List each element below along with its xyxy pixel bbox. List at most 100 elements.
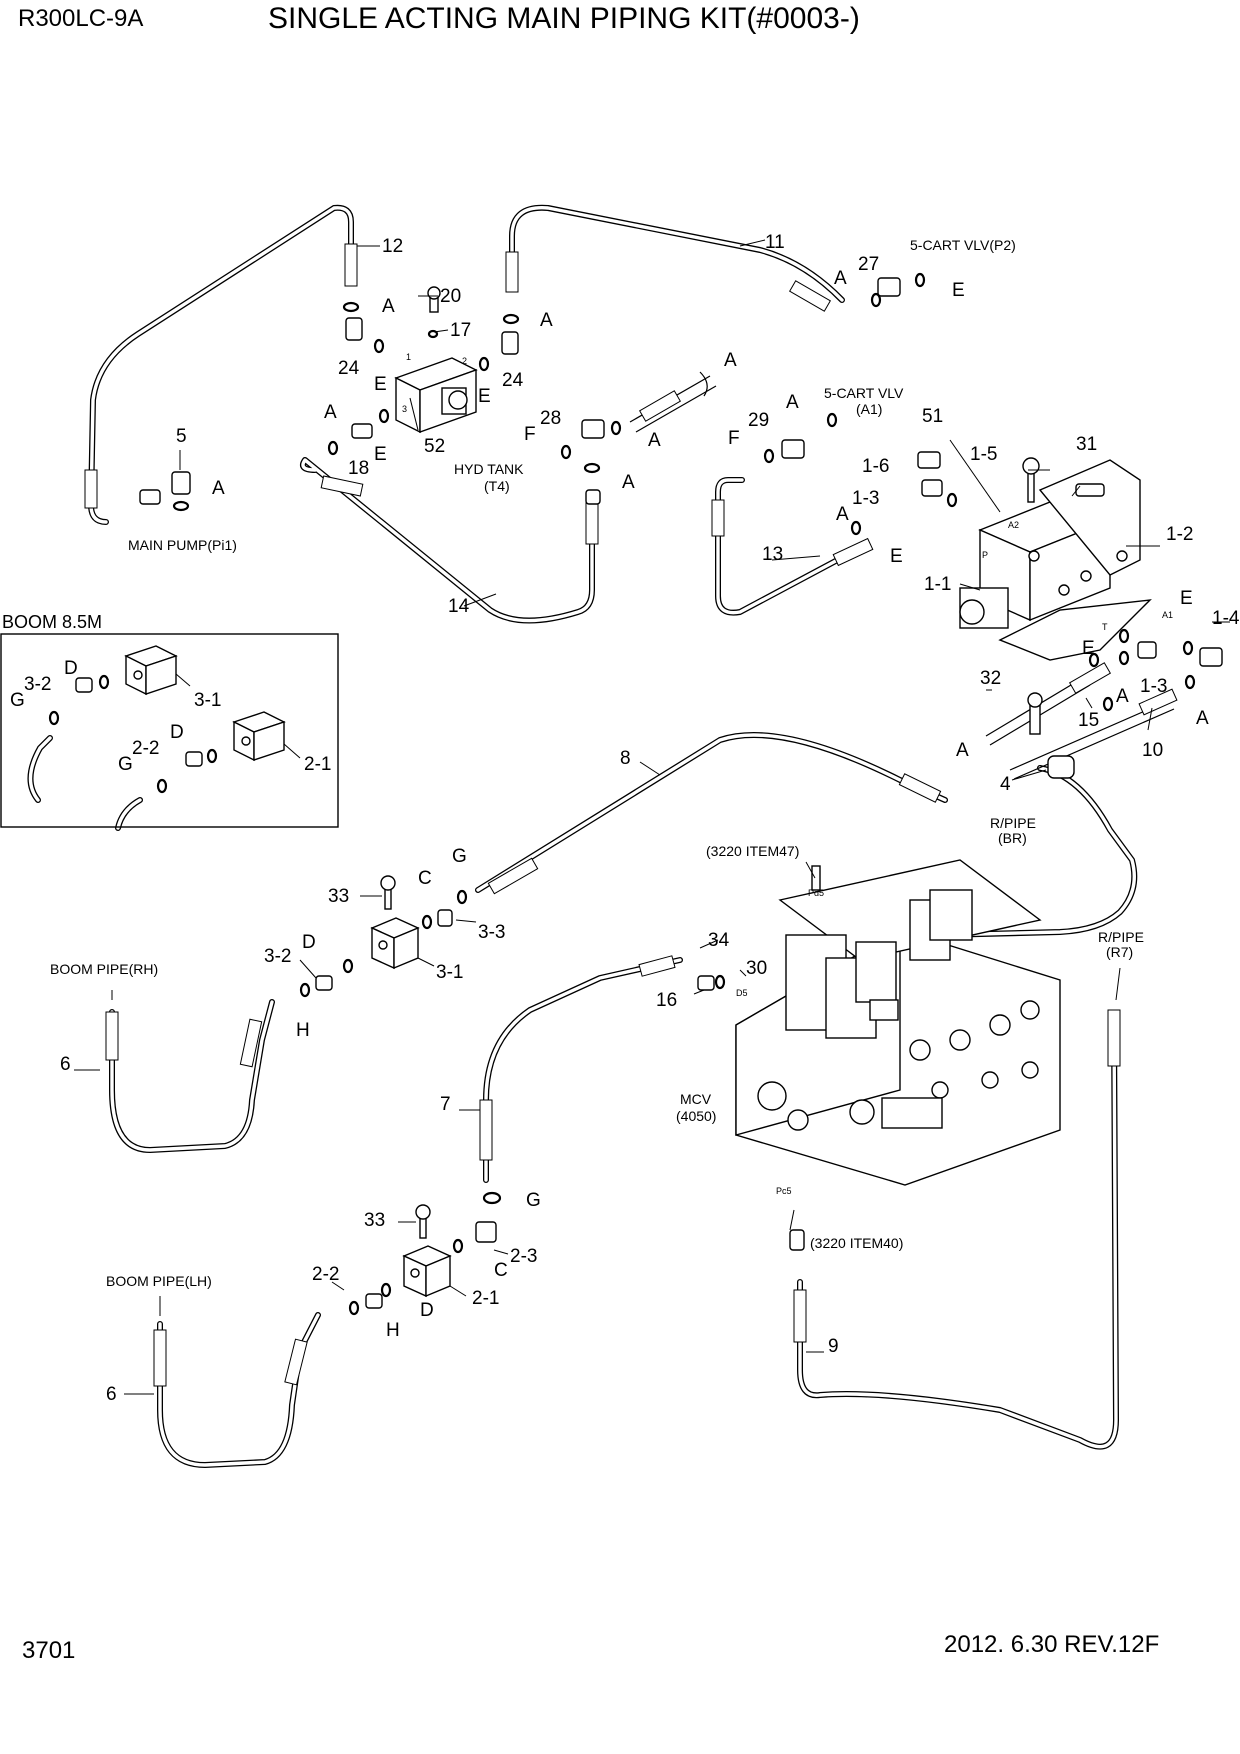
- port-t: T: [1102, 622, 1108, 632]
- letter-a: A: [836, 504, 849, 525]
- inset-title: BOOM 8.5M: [2, 612, 102, 632]
- hose-13: [711, 477, 874, 616]
- letter-a: A: [622, 472, 635, 493]
- cart-valve-a1-note: 5-CART VLV: [824, 385, 904, 401]
- part-2-3: 2-3: [510, 1246, 537, 1267]
- hyd-tank-port: (T4): [484, 478, 510, 494]
- mcv-code: (4050): [676, 1108, 716, 1124]
- letter-a: A: [724, 350, 737, 371]
- letter-f: F: [524, 424, 536, 445]
- part-3-2-inset: 3-2: [24, 674, 51, 695]
- port-a1: A1: [1162, 610, 1173, 620]
- part-33-lower: 33: [364, 1210, 385, 1231]
- part-3-2: 3-2: [264, 946, 291, 967]
- letter-c: C: [494, 1260, 508, 1281]
- part-1-4: 1-4: [1212, 608, 1240, 629]
- part-34: 34: [708, 930, 730, 951]
- port-1: 1: [406, 352, 411, 362]
- letter-e: E: [1082, 638, 1095, 659]
- part-11: 11: [765, 232, 785, 253]
- cart-valve-p2-note: 5-CART VLV(P2): [910, 237, 1016, 253]
- inset-hoses: [27, 735, 143, 831]
- page-number: 3701: [22, 1637, 75, 1664]
- part-29: 29: [748, 410, 769, 431]
- pipe-15: [985, 662, 1112, 746]
- date-revision: 2012. 6.30 REV.12F: [944, 1631, 1159, 1658]
- part-3-1: 3-1: [436, 962, 463, 983]
- part-2-2-inset: 2-2: [132, 738, 159, 759]
- hose-9: [793, 1009, 1121, 1450]
- part-17: 17: [450, 320, 471, 341]
- boom-pipe-lh-note: BOOM PIPE(LH): [106, 1273, 212, 1289]
- item47-note: (3220 ITEM47): [706, 843, 799, 859]
- port-pc5: Pc5: [776, 1186, 792, 1196]
- block-52: [394, 357, 478, 434]
- boom-pipe-rh-note: BOOM PIPE(RH): [50, 961, 158, 977]
- pipe-8: [475, 732, 948, 895]
- letter-a: A: [212, 478, 225, 499]
- letter-a: A: [324, 402, 337, 423]
- letter-g-inset: G: [10, 690, 25, 711]
- cart-valve-a1-port: (A1): [856, 401, 882, 417]
- hose-7: [479, 955, 683, 1183]
- part-6-lh: 6: [106, 1384, 117, 1405]
- part-2-1: 2-1: [472, 1288, 499, 1309]
- part-8: 8: [620, 748, 631, 769]
- block-2-1: [402, 1245, 452, 1298]
- part-1-3-lower: 1-3: [1140, 676, 1167, 697]
- port-pd5: Pd5: [808, 888, 824, 898]
- part-31: 31: [1076, 434, 1097, 455]
- letter-a: A: [1196, 708, 1209, 729]
- letter-a: A: [1116, 686, 1129, 707]
- part-18: 18: [348, 458, 369, 479]
- port-d5: D5: [736, 988, 748, 998]
- part-16: 16: [656, 990, 677, 1011]
- part-24-right: 24: [502, 370, 524, 391]
- part-4: 4: [1000, 774, 1011, 795]
- inset-boom-8-5m: BOOM 8.5M: [0, 612, 339, 828]
- letter-g: G: [526, 1190, 541, 1211]
- part-28: 28: [540, 408, 561, 429]
- part-3-1-inset: 3-1: [194, 690, 221, 711]
- part-1-6: 1-6: [862, 456, 889, 477]
- part-numbers: 12 11 27 20 17 24 24 52 18 5 28 29 51 1-…: [24, 232, 1240, 1405]
- letter-h: H: [296, 1020, 310, 1041]
- letter-d-inset: D: [64, 658, 78, 679]
- hose-14: [300, 457, 599, 624]
- part-32: 32: [980, 668, 1001, 689]
- letter-g-inset: G: [118, 754, 133, 775]
- letter-a: A: [540, 310, 553, 331]
- part-51: 51: [922, 406, 943, 427]
- part-9: 9: [828, 1336, 839, 1357]
- letter-a: A: [834, 268, 847, 289]
- bracket-1-2: [998, 459, 1152, 661]
- part-52: 52: [424, 436, 445, 457]
- letter-d: D: [302, 932, 316, 953]
- part-30: 30: [746, 958, 767, 979]
- model-label: R300LC-9A: [18, 5, 143, 32]
- part-3-3: 3-3: [478, 922, 505, 943]
- return-pipe-r7-note: R/PIPE: [1098, 929, 1144, 945]
- letter-e: E: [374, 444, 387, 465]
- letter-e: E: [374, 374, 387, 395]
- hyd-tank-note: HYD TANK: [454, 461, 524, 477]
- return-pipe-br-note: R/PIPE: [990, 815, 1036, 831]
- port-p: P: [982, 550, 988, 560]
- connection-letters: A E A A E E A E A A F A A A F A E E E A …: [10, 268, 1209, 1341]
- hose-6-rh: [105, 999, 275, 1153]
- hose-6-lh: [153, 1312, 321, 1468]
- hose-12: [84, 204, 358, 525]
- part-7: 7: [440, 1094, 451, 1115]
- letter-e: E: [952, 280, 965, 301]
- pipe-4: [937, 765, 1138, 938]
- letter-a: A: [786, 392, 799, 413]
- part-10: 10: [1142, 740, 1163, 761]
- fittings: [75, 277, 1223, 1309]
- mcv-4050: [735, 859, 1061, 1186]
- letter-a: A: [648, 430, 661, 451]
- mcv-note: MCV: [680, 1091, 712, 1107]
- letter-a: A: [382, 296, 395, 317]
- return-pipe-br-port: (BR): [998, 830, 1027, 846]
- part-27: 27: [858, 254, 879, 275]
